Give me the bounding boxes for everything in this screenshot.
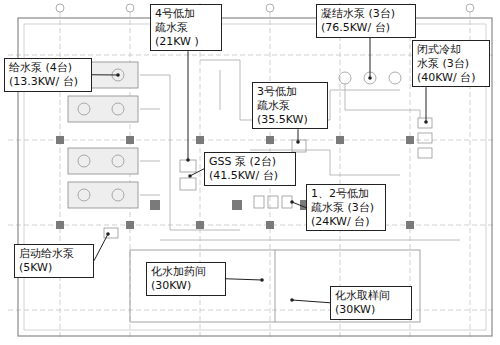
leader-dot [368,76,372,80]
leader-dot [290,200,294,204]
leader-dot [188,174,192,178]
callout-box: 凝结水泵 (3台) (76.5KW/ 台) [316,4,416,38]
leader-line [188,51,189,160]
leader-line [94,234,108,261]
callout-text: 给水泵 (4台) (13.3KW/ 台) [9,61,87,89]
leader-dot [290,298,294,302]
leader-dot [260,278,264,282]
callout-text: GSS 泵 (2台) (41.5KW/ 台) [209,155,291,183]
leader-dot [296,140,300,144]
callout-text: 凝结水泵 (3台) (76.5KW/ 台) [321,7,411,35]
callout-box: 4号低加 疏水泵 (21KW ) [150,4,222,51]
callout-text: 化水取样间 (30KW) [335,289,407,317]
callout-text: 启动给水泵 (5KW) [19,247,89,275]
leader-dot [424,120,428,124]
leader-line [292,202,306,208]
callout-box: 闭式冷却 水泵 (3台) (40KW/ 台) [412,40,490,87]
callout-text: 4号低加 疏水泵 (21KW ) [155,7,217,48]
callout-box: 启动给水泵 (5KW) [14,244,94,278]
leader-dot [186,158,190,162]
leader-line [92,74,118,75]
callout-box: GSS 泵 (2台) (41.5KW/ 台) [204,152,296,186]
callout-box: 化水取样间 (30KW) [330,286,412,320]
callout-text: 3号低加 疏水泵 (35.5KW) [257,85,323,126]
leader-line [426,87,427,122]
leader-dot [116,73,120,77]
callout-box: 给水泵 (4台) (13.3KW/ 台) [4,58,92,92]
callout-text: 化水加药间 (30KW) [151,265,221,293]
callout-box: 3号低加 疏水泵 (35.5KW) [252,82,328,129]
leader-line [298,129,299,142]
leader-line [370,38,371,79]
callout-box: 1、2号低加 疏水泵 (3台) (24KW/ 台) [306,184,386,231]
callout-text: 闭式冷却 水泵 (3台) (40KW/ 台) [417,43,485,84]
leader-line [190,169,204,176]
leader-dot [106,232,110,236]
callout-box: 化水加药间 (30KW) [146,262,226,296]
leader-line [226,279,262,280]
leader-line [292,300,330,303]
callout-text: 1、2号低加 疏水泵 (3台) (24KW/ 台) [311,187,381,228]
